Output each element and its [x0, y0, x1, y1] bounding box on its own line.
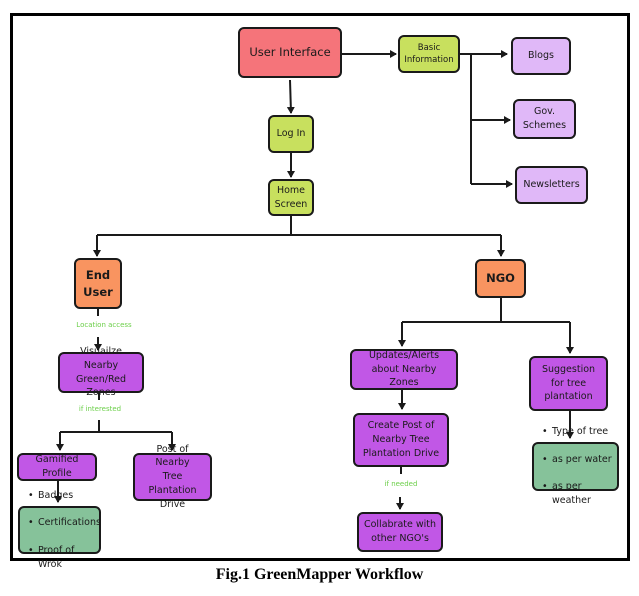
node-suggestion-factors: Type of tree as per water as per weather	[532, 425, 619, 506]
node-gov-schemes: Gov. Schemes	[513, 99, 576, 139]
rewards-list: Badges Certifications Proof of Wrok	[24, 475, 101, 585]
factors-list: Type of tree as per water as per weather	[538, 411, 613, 521]
node-create-post: Create Post of Nearby Tree Plantation Dr…	[353, 413, 449, 467]
node-post-plantation-drive: Post of Nearby Tree Plantation Drive	[133, 444, 212, 510]
figure-caption: Fig.1 GreenMapper Workflow	[215, 566, 424, 583]
reward-item: Proof of Wrok	[28, 544, 101, 572]
label-if-needed: if needed	[384, 480, 418, 488]
node-profile-rewards: Badges Certifications Proof of Wrok	[18, 489, 101, 570]
node-end-user: End User	[74, 258, 122, 309]
node-collaborate: Collabrate with other NGO's	[357, 512, 443, 552]
label-if-interested: if interested	[78, 405, 122, 413]
factor-item: as per water	[542, 453, 613, 467]
reward-item: Certifications	[28, 516, 101, 530]
node-basic-information: Basic Information	[398, 35, 460, 73]
node-visualize-zones: Visuailze Nearby Green/Red Zones	[58, 346, 144, 398]
factor-item: as per weather	[542, 480, 613, 508]
node-ngo: NGO	[475, 259, 526, 298]
node-blogs: Blogs	[511, 37, 571, 75]
reward-item: Badges	[28, 489, 101, 503]
factor-item: Type of tree	[542, 425, 613, 439]
node-user-interface: User Interface	[238, 27, 342, 78]
node-gamified-profile: Gamified Profile	[17, 453, 97, 481]
node-updates-alerts: Updates/Alerts about Nearby Zones	[350, 349, 458, 390]
label-location-access: Location access	[76, 321, 132, 329]
node-suggestion: Suggestion for tree plantation	[529, 356, 608, 411]
node-newsletters: Newsletters	[515, 166, 588, 204]
node-log-in: Log In	[268, 115, 314, 153]
node-home-screen: Home Screen	[268, 179, 314, 216]
